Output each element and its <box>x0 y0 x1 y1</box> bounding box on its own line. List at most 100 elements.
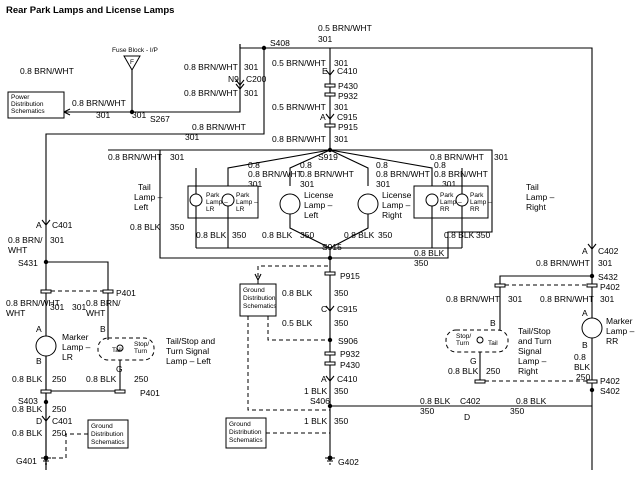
svg-text:RR: RR <box>440 206 450 213</box>
fuse-symbol <box>123 55 141 72</box>
svg-text:P402: P402 <box>600 376 620 386</box>
svg-text:LR: LR <box>206 206 215 213</box>
svg-text:Lamp –: Lamp – <box>236 199 258 206</box>
svg-text:350: 350 <box>476 230 490 240</box>
svg-text:License: License <box>304 190 334 200</box>
svg-text:Stop/: Stop/ <box>456 333 471 340</box>
p401-connector-right <box>102 289 114 294</box>
svg-text:Turn: Turn <box>456 340 470 347</box>
svg-text:LR: LR <box>62 352 73 362</box>
svg-text:C200: C200 <box>246 74 267 84</box>
splice-s915: S915 <box>322 242 342 252</box>
ground-g401: G401 <box>16 456 37 466</box>
svg-text:0.8 BLK: 0.8 BLK <box>12 428 43 438</box>
license-lamp-right-bulb <box>357 193 379 215</box>
svg-text:Marker: Marker <box>62 332 89 342</box>
svg-text:P401: P401 <box>140 388 160 398</box>
c200-arrow <box>235 79 245 86</box>
svg-text:Tail: Tail <box>526 182 539 192</box>
p401-connector-lower-right <box>114 389 126 394</box>
svg-text:Lamp –: Lamp – <box>440 199 462 206</box>
svg-text:0.8 BLK: 0.8 BLK <box>262 230 293 240</box>
splice-dot-s403 <box>43 399 49 405</box>
svg-text:301: 301 <box>50 302 64 312</box>
svg-text:Left: Left <box>304 210 319 220</box>
svg-text:D: D <box>464 412 470 422</box>
svg-text:0.8 BLK: 0.8 BLK <box>130 222 161 232</box>
svg-text:301: 301 <box>334 58 348 68</box>
svg-text:250: 250 <box>134 374 148 384</box>
svg-text:0.8 BLK: 0.8 BLK <box>12 374 43 384</box>
svg-text:0.8: 0.8 <box>574 352 586 362</box>
svg-text:350: 350 <box>232 230 246 240</box>
svg-text:0.8 BRN/WHT: 0.8 BRN/WHT <box>184 62 238 72</box>
svg-text:301: 301 <box>334 134 348 144</box>
svg-text:350: 350 <box>378 230 392 240</box>
svg-text:301: 301 <box>318 34 332 44</box>
svg-text:0.8 BLK: 0.8 BLK <box>196 230 227 240</box>
p402-connector-lower-right <box>586 379 598 384</box>
svg-text:Marker: Marker <box>606 316 633 326</box>
svg-text:Signal: Signal <box>518 346 542 356</box>
svg-text:0.8 BRN/WHT: 0.8 BRN/WHT <box>376 169 430 179</box>
svg-text:0.8 BRN/WHT: 0.8 BRN/WHT <box>192 122 246 132</box>
svg-text:0.8 BLK: 0.8 BLK <box>86 374 117 384</box>
svg-text:0.8 BRN/WHT: 0.8 BRN/WHT <box>272 134 326 144</box>
svg-text:0.8 BLK: 0.8 BLK <box>516 396 547 406</box>
svg-text:C915: C915 <box>337 112 358 122</box>
p430-connector-bottom <box>324 361 336 366</box>
ground-g402: G402 <box>338 457 359 467</box>
svg-text:301: 301 <box>598 258 612 268</box>
svg-text:Ground: Ground <box>229 421 251 428</box>
svg-text:Park: Park <box>236 192 250 199</box>
svg-text:Lamp –: Lamp – <box>134 192 163 202</box>
svg-text:301: 301 <box>170 152 184 162</box>
svg-text:Lamp –: Lamp – <box>304 200 333 210</box>
svg-text:WHT: WHT <box>86 308 105 318</box>
svg-text:A: A <box>36 220 42 230</box>
ground-symbol-g401 <box>41 457 51 465</box>
svg-text:Power: Power <box>11 94 30 101</box>
svg-text:WHT: WHT <box>8 245 27 255</box>
svg-text:350: 350 <box>510 406 524 416</box>
svg-text:301: 301 <box>244 88 258 98</box>
svg-text:Lamp – Left: Lamp – Left <box>166 356 212 366</box>
svg-text:0.5 BRN/WHT: 0.5 BRN/WHT <box>272 102 326 112</box>
svg-text:B: B <box>582 340 588 350</box>
svg-text:250: 250 <box>52 428 66 438</box>
p915-connector-bottom <box>324 271 336 276</box>
svg-text:Ground: Ground <box>243 287 265 294</box>
svg-text:0.8 BRN/WHT: 0.8 BRN/WHT <box>72 98 126 108</box>
p402-connector-right <box>586 283 598 288</box>
svg-text:Tail: Tail <box>488 340 498 347</box>
svg-text:0.8 BRN/WHT: 0.8 BRN/WHT <box>6 298 60 308</box>
svg-text:0.8: 0.8 <box>376 160 388 170</box>
svg-text:A: A <box>36 324 42 334</box>
svg-text:Schematics: Schematics <box>243 303 277 310</box>
splice-s432: S432 <box>598 272 618 282</box>
marker-lamp-lr-bulb <box>35 335 57 357</box>
marker-lamp-rr-bulb <box>581 317 603 339</box>
svg-text:BLK: BLK <box>574 362 590 372</box>
svg-text:Left: Left <box>134 202 149 212</box>
svg-text:1 BLK: 1 BLK <box>304 386 327 396</box>
svg-text:Turn: Turn <box>134 348 148 355</box>
svg-text:0.8 BRN/WHT: 0.8 BRN/WHT <box>434 169 488 179</box>
svg-text:P401: P401 <box>116 288 136 298</box>
svg-text:0.8 BRN/WHT: 0.8 BRN/WHT <box>536 258 590 268</box>
svg-text:Distribution: Distribution <box>91 431 124 438</box>
svg-text:301: 301 <box>508 294 522 304</box>
svg-text:N9: N9 <box>228 74 239 84</box>
svg-text:C401: C401 <box>52 220 73 230</box>
svg-text:0.8 BRN/WHT: 0.8 BRN/WHT <box>20 66 74 76</box>
fuse-label: Fuse Block - I/P <box>112 47 158 54</box>
svg-text:301: 301 <box>300 179 314 189</box>
svg-text:301: 301 <box>185 132 199 142</box>
svg-text:Tail: Tail <box>138 182 151 192</box>
splice-s919: S919 <box>318 152 338 162</box>
splice-s402: S402 <box>600 386 620 396</box>
svg-text:301: 301 <box>248 179 262 189</box>
svg-text:Stop/: Stop/ <box>134 341 149 348</box>
